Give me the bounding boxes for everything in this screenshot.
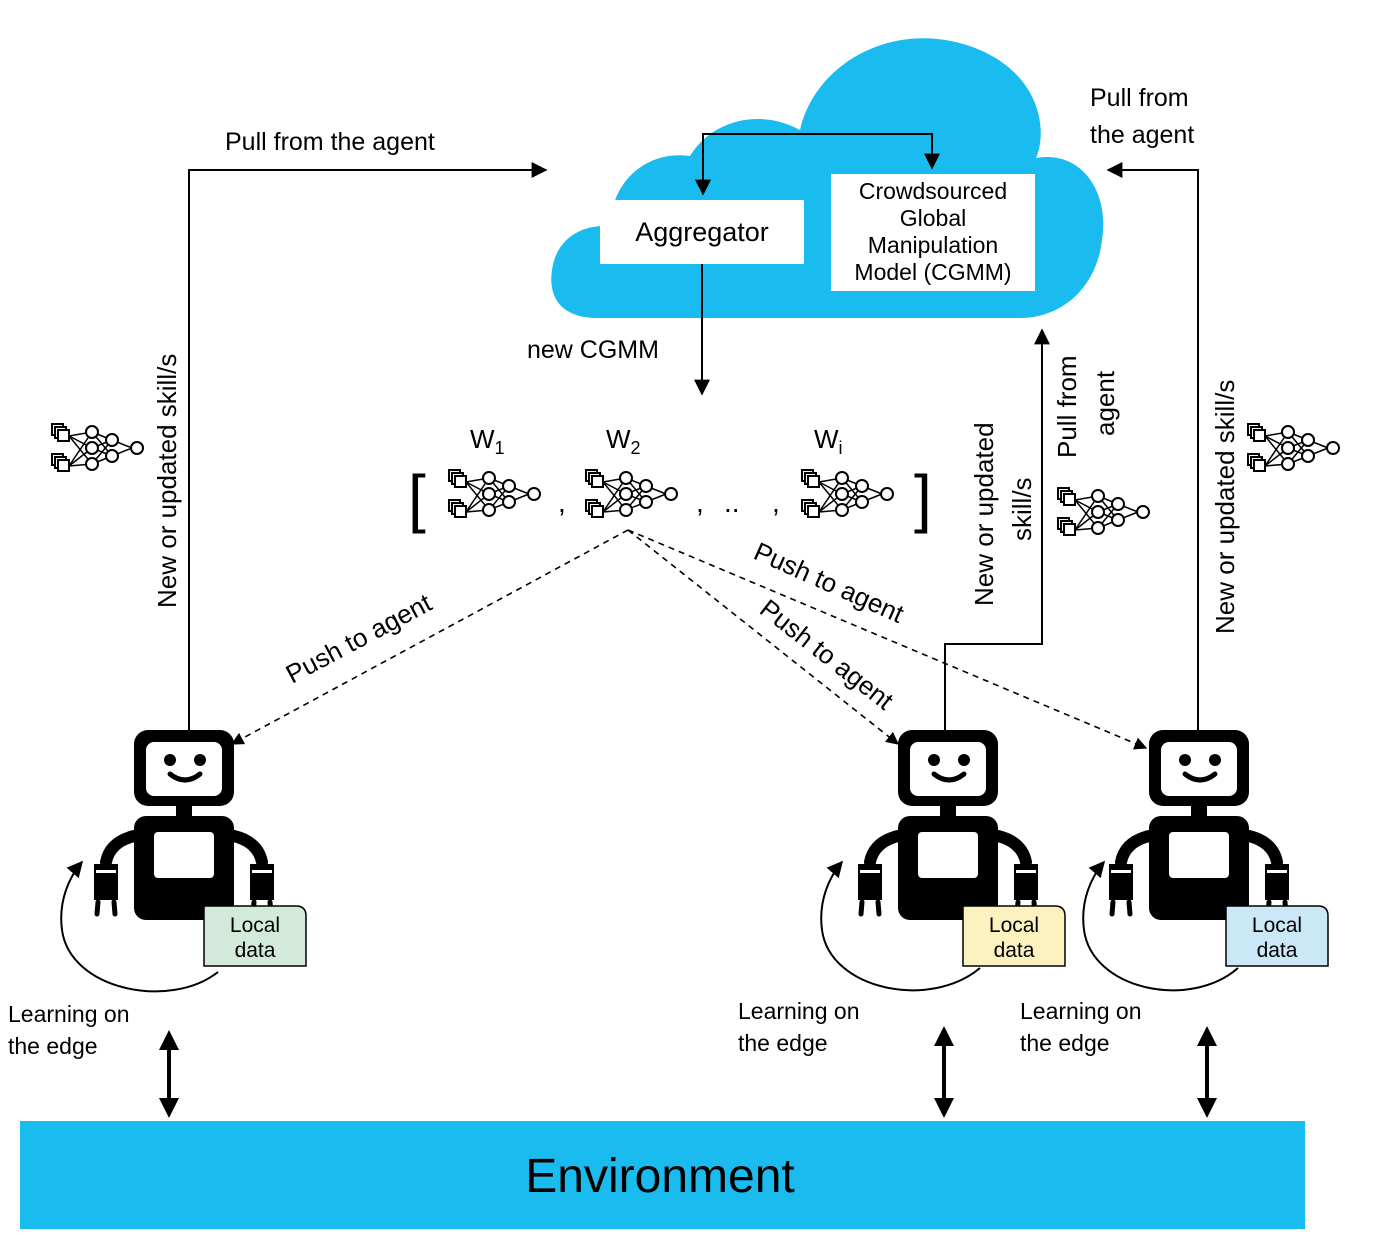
- local-data-2-line-1: Local: [989, 914, 1039, 937]
- learning-1-line-1: Learning on: [8, 1001, 130, 1027]
- pull-left-label: Pull from the agent: [225, 128, 435, 156]
- aggregator-box: Aggregator: [600, 200, 804, 264]
- ellipsis: ..: [724, 487, 740, 518]
- learning-2-line-1: Learning on: [738, 998, 860, 1024]
- environment-bar: Environment: [20, 1121, 1305, 1229]
- cgmm-label-line-2: Global: [900, 205, 966, 231]
- environment-label: Environment: [525, 1150, 794, 1203]
- skills-mid-label-line-1: New or updated: [969, 422, 999, 606]
- skills-left-label: New or updated skill/s: [152, 354, 182, 608]
- push-label-1: Push to agent: [281, 587, 437, 689]
- separator-2: ,: [696, 487, 704, 518]
- w1-label: W1: [470, 424, 505, 458]
- pull-mid-label-line-2: agent: [1090, 370, 1120, 436]
- local-data-3-line-1: Local: [1252, 914, 1302, 937]
- cgmm-box: Crowdsourced Global Manipulation Model (…: [831, 174, 1035, 291]
- pull-mid-label-line-1: Pull from: [1052, 355, 1082, 458]
- open-bracket: [: [408, 462, 426, 534]
- weights-list: [ ] W1 W2 Wi , , .. ,: [408, 424, 932, 534]
- skills-mid-label-line-2: skill/s: [1007, 477, 1037, 541]
- wi-label: Wi: [814, 424, 843, 458]
- w2-label: W2: [606, 424, 641, 458]
- new-cgmm-label: new CGMM: [527, 336, 659, 364]
- learning-1-line-2: the edge: [8, 1033, 98, 1059]
- local-data-3: Local data: [1225, 905, 1329, 967]
- pull-right-label-line-2: the agent: [1090, 121, 1194, 149]
- push-arrow-1: [230, 529, 629, 745]
- local-data-1-line-1: Local: [230, 914, 280, 937]
- pull-left-arrow: [188, 162, 548, 730]
- local-data-1: Local data: [203, 905, 307, 967]
- separator-1: ,: [558, 487, 566, 518]
- learning-loop-2: [820, 860, 981, 992]
- skills-right-network-icon: [1247, 423, 1340, 472]
- pull-mid-arrow: [944, 328, 1050, 732]
- w2-network-icon: [585, 469, 678, 518]
- close-bracket: ]: [914, 462, 932, 534]
- wi-network-icon: [801, 469, 894, 518]
- pull-right-arrow: [1106, 162, 1199, 732]
- robot-icon-3: [1109, 730, 1289, 920]
- pull-right-label-line-1: Pull from: [1090, 84, 1189, 112]
- robot-icon-1: [94, 730, 274, 920]
- w1-network-icon: [448, 469, 541, 518]
- learning-loop-3: [1082, 860, 1239, 992]
- separator-3: ,: [772, 487, 780, 518]
- robot-icon-2: [858, 730, 1038, 920]
- local-data-2: Local data: [962, 905, 1066, 967]
- push-arrow-3: [627, 529, 1148, 750]
- cgmm-label-line-3: Manipulation: [868, 232, 998, 258]
- push-arrow-2: [627, 529, 900, 745]
- skills-right-label: New or updated skill/s: [1210, 380, 1240, 634]
- local-data-1-line-2: data: [235, 939, 276, 962]
- learning-3-line-1: Learning on: [1020, 998, 1142, 1024]
- local-data-2-line-2: data: [994, 939, 1035, 962]
- skills-mid-network-icon: [1057, 487, 1150, 536]
- cgmm-label-line-4: Model (CGMM): [854, 259, 1011, 285]
- learning-2-line-2: the edge: [738, 1030, 828, 1056]
- cgmm-label-line-1: Crowdsourced: [859, 178, 1007, 204]
- learning-loop-1: [60, 860, 219, 993]
- local-data-3-line-2: data: [1257, 939, 1298, 962]
- aggregator-label: Aggregator: [635, 217, 769, 247]
- learning-3-line-2: the edge: [1020, 1030, 1110, 1056]
